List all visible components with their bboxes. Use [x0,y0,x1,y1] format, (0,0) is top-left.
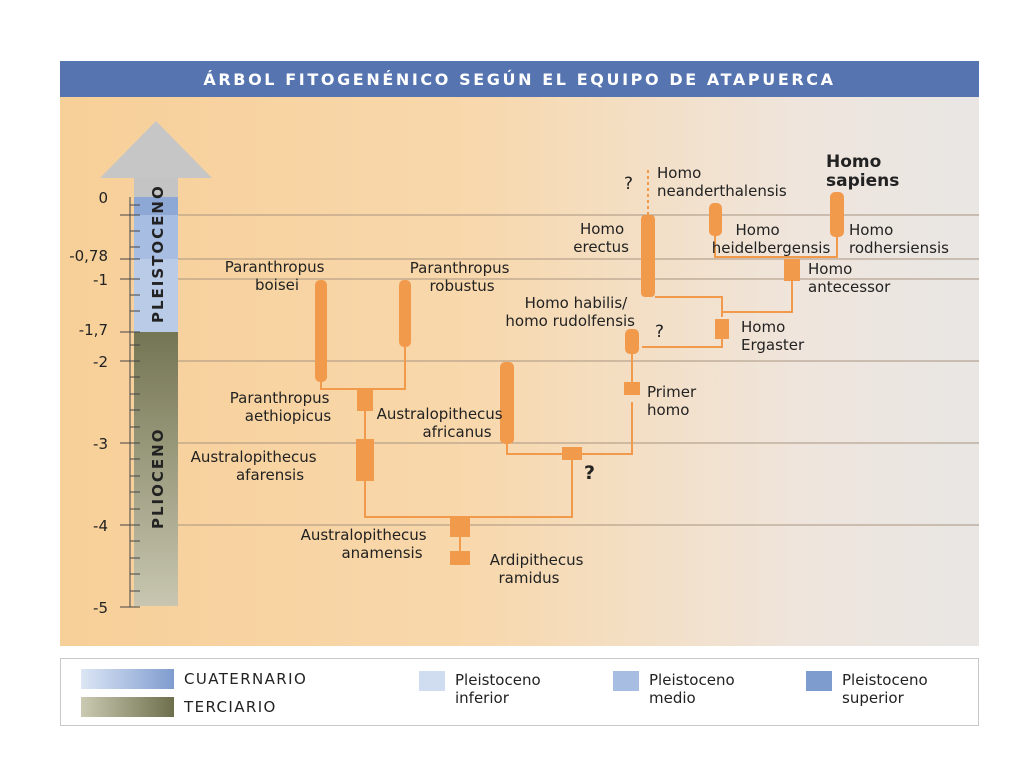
connector-antecessor-heidelbergensis [714,232,838,258]
label-a-africanus: Australopithecus africanus [377,405,508,441]
legend-swatch-cuaternario [81,669,174,689]
legend-item-p-superior: Pleistoceno superior [806,671,972,707]
label-h-rodhersiensis: Homo rodhersiensis [849,221,949,257]
connector-boisei-robustus [320,282,406,390]
legend-item-p-medio: Pleistoceno medio [613,671,779,707]
label-h-erectus: Homo erectus [573,220,629,256]
label-h-antecessor: Homo antecessor [808,260,891,296]
legend-label-terciario: TERCIARIO [184,698,277,716]
label-ardipithecus: Ardipithecus ramidus [490,551,589,587]
legend-label-p-superior-line2: superior [842,689,904,707]
era-pleistoceno-middle [134,215,178,259]
bar-p-boisei [315,280,327,382]
label-a-afarensis: Australopithecus afarensis [191,448,322,484]
legend-item-p-inferior: Pleistoceno inferior [419,671,585,707]
label-h-ergaster: Homo Ergaster [741,318,805,354]
legend-label-p-medio-line1: Pleistoceno [649,671,735,689]
bar-primer-homo [624,382,640,395]
time-gridlines [130,214,979,526]
connector-afarensis-anamensis [364,455,573,518]
arrow-shaft-top [134,178,178,198]
era-label-plioceno: PLIOCENO [149,428,167,529]
species-bars [315,192,844,565]
bar-ardipithecus [450,551,470,565]
era-pleistoceno-upper [134,197,178,215]
tick-label-0: 0 [98,189,108,207]
bar-h-habilis [625,329,639,354]
legend: CUATERNARIO TERCIARIO Pleistoceno inferi… [60,658,979,726]
connector-africanus [506,402,633,455]
phylogenetic-tree: PLEISTOCENO PLIOCENO 0 -0,78 -1 - [69,121,979,617]
diagram-title: ÁRBOL FITOGENÉNICO SEGÚN EL EQUIPO DE AT… [60,61,979,97]
bar-h-ergaster [715,319,729,339]
species-labels: Paranthropus boisei Paranthropus robustu… [191,152,950,587]
era-plioceno-band [134,332,178,606]
tick-label-1: -1 [93,271,108,289]
tick-label-4: -4 [93,517,108,535]
bar-a-africanus [500,362,514,444]
legend-label-p-inferior-line2: inferior [455,689,509,707]
connector-habilis-erectus [642,327,723,348]
connector-ergaster-antecessor [722,277,793,313]
uncertainty-markers: ? ? ? [584,174,664,484]
legend-swatch-p-inferior [419,671,445,691]
bar-p-aethiopicus [357,389,373,411]
bar-h-erectus [641,215,655,297]
legend-label-p-medio: Pleistoceno medio [649,671,779,707]
legend-label-p-superior-line1: Pleistoceno [842,671,928,689]
timeline-arrow [100,121,212,606]
bar-h-heidelbergensis [709,203,722,236]
label-primer-homo: Primer homo [647,383,701,419]
legend-swatch-p-medio [613,671,639,691]
label-p-boisei: Paranthropus boisei [225,258,329,294]
label-h-heidelbergensis: Homo heidelbergensis [712,221,831,257]
legend-swatch-terciario [81,697,174,717]
question-mark-neanderthal: ? [624,174,633,194]
legend-item-cuaternario: CUATERNARIO [81,669,307,689]
legend-label-p-superior: Pleistoceno superior [842,671,972,707]
era-label-pleistoceno: PLEISTOCENO [149,184,167,323]
label-a-anamensis: Australopithecus anamensis [301,526,432,562]
legend-label-p-inferior: Pleistoceno inferior [455,671,585,707]
axis-ticks [120,197,140,608]
label-h-neanderthalensis: Homo neanderthalensis [657,164,787,200]
bar-a-anamensis [450,517,470,537]
label-p-robustus: Paranthropus robustus [410,259,514,295]
bar-question-node [562,447,582,460]
tree-connectors [320,232,838,552]
legend-label-cuaternario: CUATERNARIO [184,670,308,688]
label-h-habilis: Homo habilis/ homo rudolfensis [505,294,635,330]
legend-item-terciario: TERCIARIO [81,697,277,717]
legend-swatch-p-superior [806,671,832,691]
question-mark-node: ? [584,462,595,484]
bar-h-sapiens [830,192,844,237]
axis-tick-labels: 0 -0,78 -1 -1,7 -2 -3 -4 -5 [69,189,108,617]
tick-label-5: -5 [93,599,108,617]
tick-label-17: -1,7 [79,321,108,339]
arrow-head [100,121,212,178]
question-mark-ergaster: ? [655,322,664,342]
bar-a-afarensis [356,439,374,481]
legend-label-p-medio-line2: medio [649,689,696,707]
legend-label-p-inferior-line1: Pleistoceno [455,671,541,689]
tick-label-3: -3 [93,435,108,453]
bar-h-antecessor [784,259,800,281]
diagram-panel [60,97,979,646]
tick-label-078: -0,78 [69,247,108,265]
connector-erectus-ergaster [655,296,723,317]
label-h-sapiens: Homo sapiens [826,152,899,191]
tick-label-2: -2 [93,353,108,371]
label-p-aethiopicus: Paranthropus aethiopicus [230,389,334,425]
bar-p-robustus [399,280,411,347]
